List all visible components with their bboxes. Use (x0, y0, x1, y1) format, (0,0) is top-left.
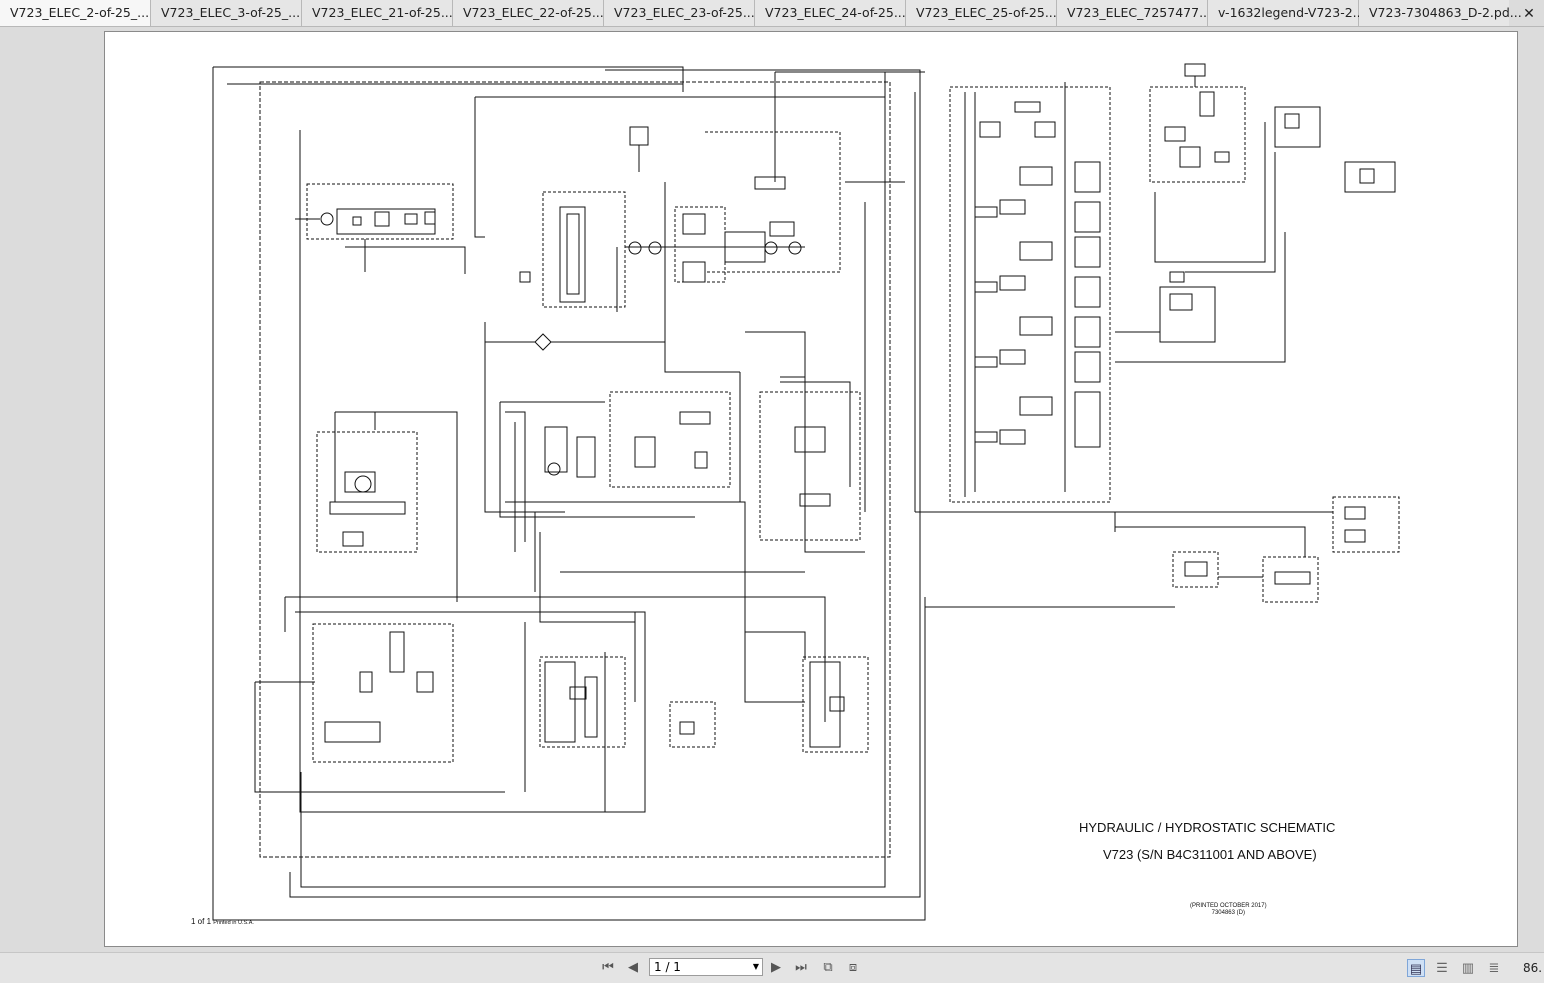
schematic-title: HYDRAULIC / HYDROSTATIC SCHEMATIC (1079, 820, 1336, 835)
document-viewport[interactable]: HYDRAULIC / HYDROSTATIC SCHEMATIC V723 (… (0, 27, 1544, 952)
tab-v723-elec-23[interactable]: V723_ELEC_23-of-25... (604, 0, 755, 26)
tab-legend[interactable]: v-1632legend-V723-2... (1208, 0, 1365, 26)
print-info: (PRINTED OCTOBER 2017) 7304863 (D) (1190, 903, 1267, 917)
next-page-icon[interactable]: ▶ (771, 960, 781, 975)
chevron-down-icon[interactable]: ▼ (752, 962, 759, 971)
page-of-text: 1 of 1 (191, 917, 212, 926)
tab-v723-elec-3[interactable]: V723_ELEC_3-of-25_... (151, 0, 302, 26)
first-page-icon[interactable]: ⏮ (602, 960, 614, 975)
printed-in-text: Printed in U.S.A. (213, 920, 254, 926)
single-page-icon[interactable]: ▤ (1407, 959, 1425, 977)
document-tab-bar: V723_ELEC_2-of-25_... V723_ELEC_3-of-25_… (0, 0, 1544, 27)
schematic-subtitle: V723 (S/N B4C311001 AND ABOVE) (1103, 847, 1317, 862)
tab-v723-elec-25[interactable]: V723_ELEC_25-of-25... (906, 0, 1057, 26)
prev-page-icon[interactable]: ◀ (628, 960, 638, 975)
tab-schematic[interactable]: V723-7304863_D-2.pd... (1359, 0, 1522, 26)
doc-number: 7304863 (D) (1211, 910, 1245, 916)
close-tab-icon[interactable]: ✕ (1523, 5, 1535, 21)
tab-v723-elec-2[interactable]: V723_ELEC_2-of-25_... (0, 0, 151, 26)
zoom-level[interactable]: 86. (1523, 961, 1543, 975)
pdf-page: HYDRAULIC / HYDROSTATIC SCHEMATIC V723 (… (104, 31, 1518, 947)
page-count-footer: 1 of 1 Printed in U.S.A. (191, 917, 254, 926)
page-number-value: 1 / 1 (654, 960, 681, 974)
page-number-input[interactable]: 1 / 1 ▼ (649, 958, 763, 976)
fit-page-icon[interactable]: ⧉ (823, 960, 833, 975)
tab-v723-elec-24[interactable]: V723_ELEC_24-of-25... (755, 0, 906, 26)
fit-width-icon[interactable]: ⧈ (848, 960, 858, 975)
tab-v723-elec-21[interactable]: V723_ELEC_21-of-25... (302, 0, 453, 26)
printed-date: (PRINTED OCTOBER 2017) (1190, 903, 1267, 909)
tab-v723-elec-7257477[interactable]: V723_ELEC_7257477... (1057, 0, 1211, 26)
scroll-mode-icon[interactable]: ≣ (1488, 960, 1500, 975)
continuous-page-icon[interactable]: ☰ (1436, 960, 1448, 975)
last-page-icon[interactable]: ⏭ (795, 960, 807, 975)
tab-v723-elec-22[interactable]: V723_ELEC_22-of-25... (453, 0, 604, 26)
two-page-icon[interactable]: ▥ (1461, 960, 1475, 975)
navigation-bar: ⏮ ◀ 1 / 1 ▼ ▶ ⏭ ⧉ ⧈ ▤ ☰ ▥ ≣ 86. (0, 952, 1544, 983)
hydraulic-schematic-drawing (212, 63, 1400, 921)
